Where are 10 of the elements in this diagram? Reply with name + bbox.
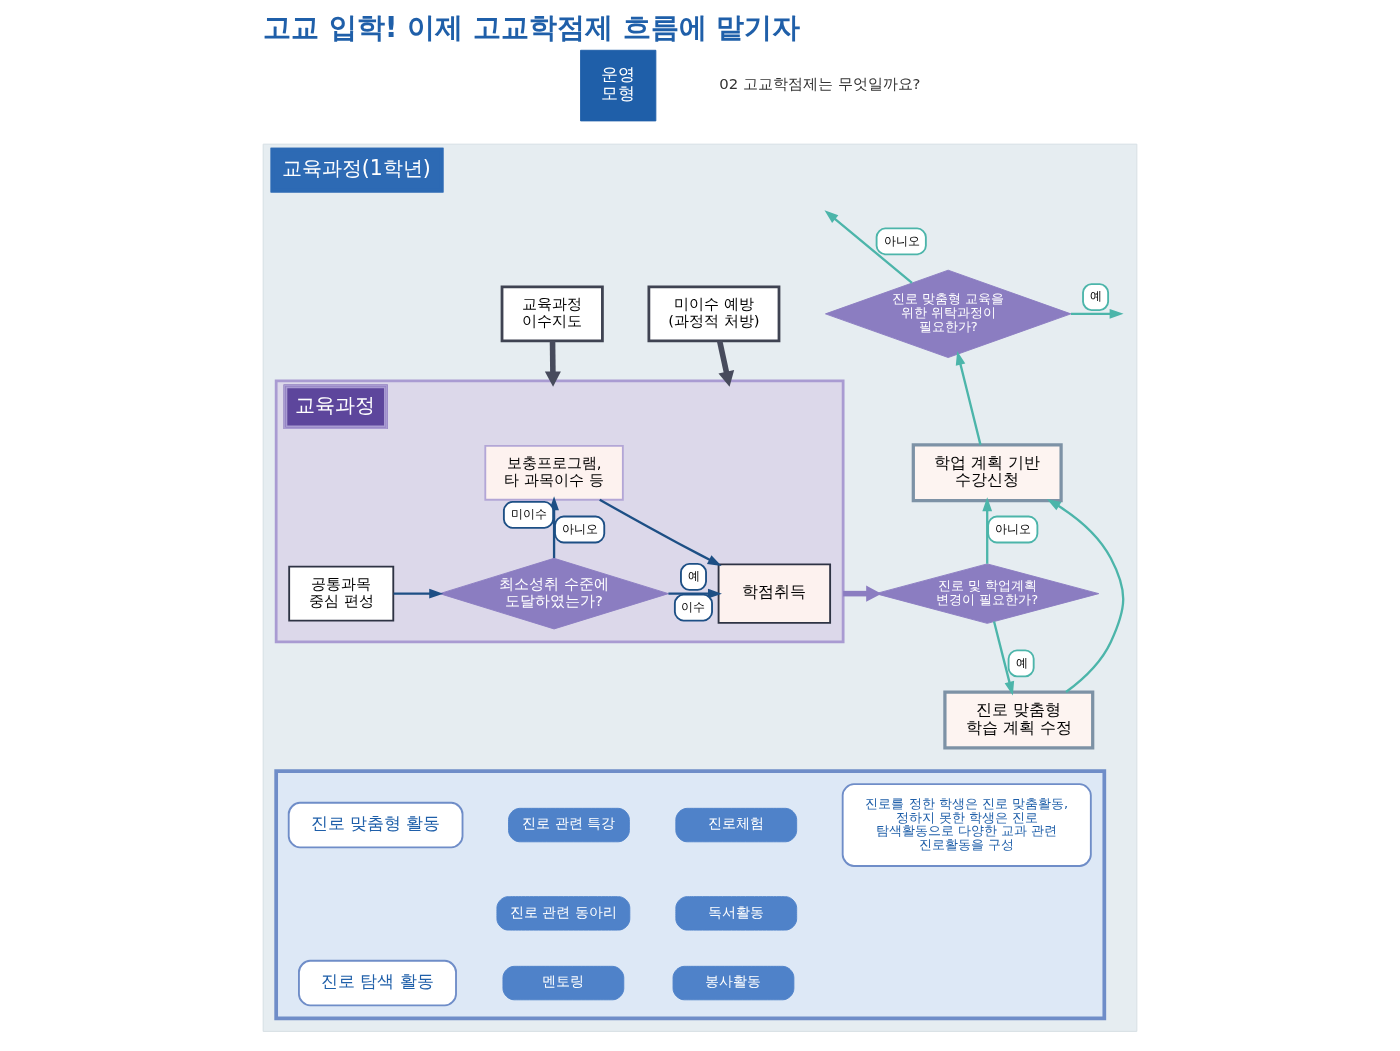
edge-label: 아니오 bbox=[995, 521, 1032, 536]
edge-label: 예 bbox=[687, 569, 700, 584]
diagram-title: 고교 입학! 이제 고교학점제 흐름에 맡기자 bbox=[263, 11, 801, 45]
edge-label: 예 bbox=[1015, 655, 1028, 670]
edge-label: 예 bbox=[1090, 289, 1102, 304]
label: 02 고교학점제는 무엇일까요? bbox=[719, 75, 921, 94]
label: 이수 bbox=[681, 599, 706, 614]
label: 미이수 bbox=[510, 507, 547, 522]
edge-label: 아니오 bbox=[883, 233, 920, 248]
edge-label: 아니오 bbox=[561, 521, 598, 536]
